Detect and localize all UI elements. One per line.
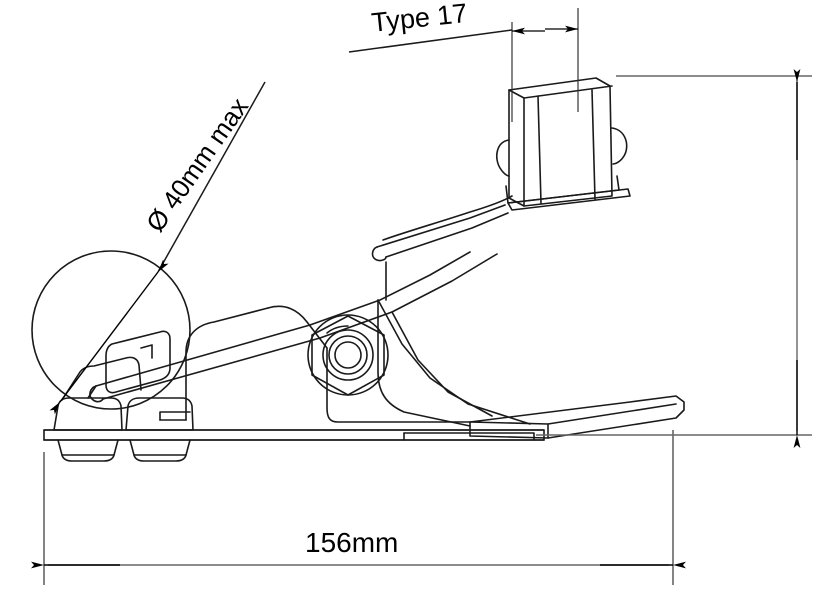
body-casting: [159, 305, 471, 423]
hex-nut: [307, 314, 389, 396]
dimension-overall-height: [536, 69, 812, 448]
dimension-detail-diameter: [49, 81, 266, 415]
upper-arm: [371, 195, 513, 262]
support-strut: [377, 261, 531, 427]
dimension-connector-width: [348, 8, 579, 122]
dimension-overall-length: [31, 430, 686, 585]
dimension-label-length: 156mm: [305, 527, 399, 558]
